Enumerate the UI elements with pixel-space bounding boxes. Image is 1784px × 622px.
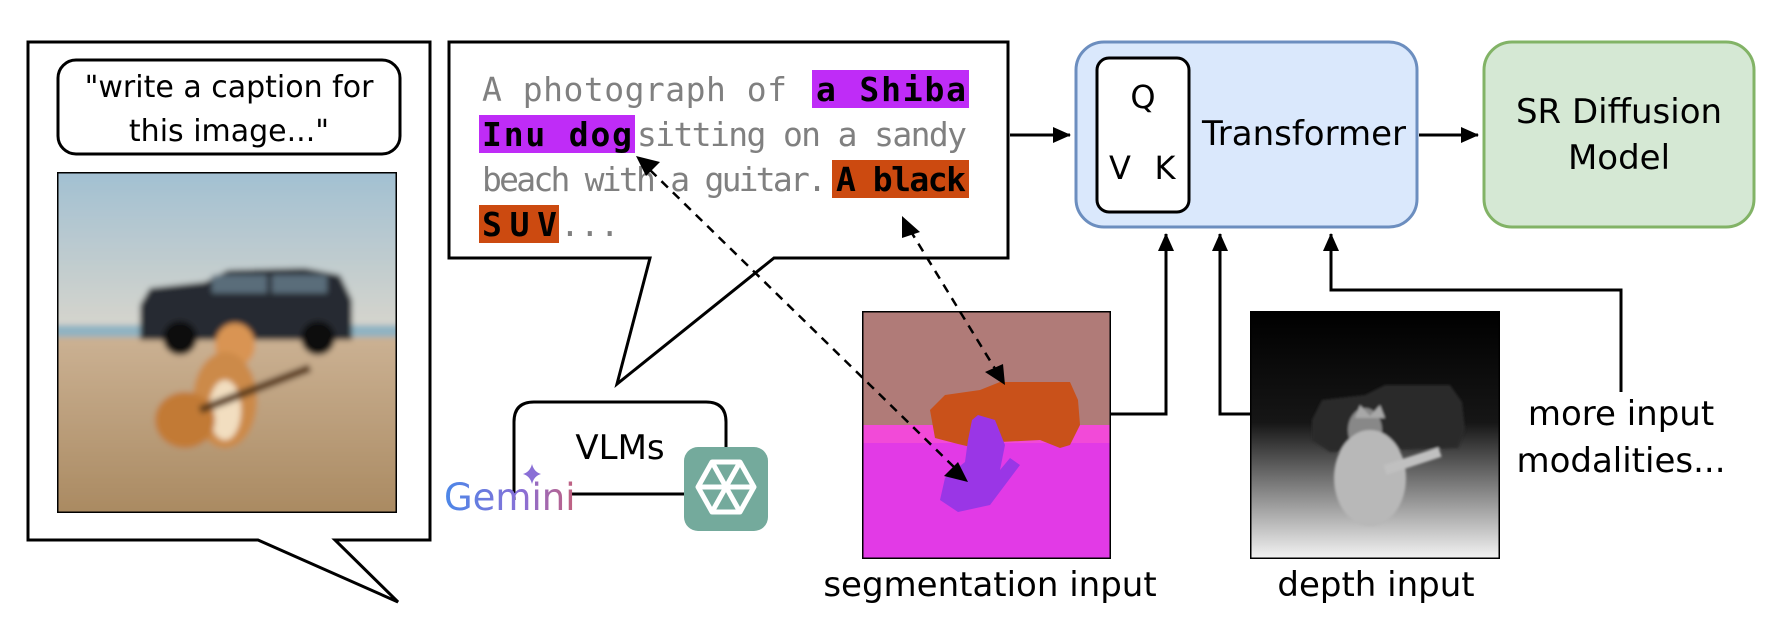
value-label: V bbox=[1109, 149, 1131, 187]
sr-diffusion-model-block bbox=[1482, 40, 1756, 229]
caption-line-4-highlight: SUV bbox=[482, 205, 557, 244]
vlm-box bbox=[512, 400, 728, 500]
dog-grounding-arrow bbox=[636, 156, 968, 482]
segmentation-map bbox=[862, 311, 1111, 559]
caption-line-1-plain: A photograph of bbox=[482, 70, 787, 109]
prompt-line-2: this image..." bbox=[129, 114, 329, 149]
caption-line-3-highlight: A black bbox=[836, 160, 966, 199]
depth-input-label: depth input bbox=[1277, 565, 1474, 605]
segmentation-input-label: segmentation input bbox=[823, 565, 1156, 605]
segmentation-to-transformer-arrow bbox=[1111, 233, 1174, 416]
caption-line-2-plain: sitting on a sandy bbox=[637, 115, 967, 154]
sr-model-line-2: Model bbox=[1568, 138, 1670, 178]
sr-model-line-1: SR Diffusion bbox=[1516, 92, 1722, 132]
qvk-attention-box bbox=[1095, 56, 1191, 214]
dog-highlight-1 bbox=[812, 70, 969, 108]
prompt-line-1: "write a caption for bbox=[85, 70, 375, 105]
query-label: Q bbox=[1130, 78, 1155, 116]
transformer-label: Transformer bbox=[1201, 114, 1406, 154]
prompt-box bbox=[56, 58, 402, 156]
caption-line-4-plain: ... bbox=[560, 205, 620, 244]
gemini-logo: Gemini bbox=[444, 476, 576, 519]
more-modalities-line-2: modalities... bbox=[1516, 441, 1725, 481]
caption-line-2-highlight: Inu dog bbox=[482, 115, 632, 154]
vlm-label: VLMs bbox=[575, 428, 664, 468]
input-photo bbox=[57, 172, 397, 513]
key-label: K bbox=[1155, 149, 1177, 187]
suv-highlight-2 bbox=[479, 205, 559, 243]
suv-grounding-arrow bbox=[902, 216, 1005, 385]
suv-highlight-1 bbox=[832, 160, 969, 198]
depth-map bbox=[1250, 311, 1500, 559]
more-modalities-to-transformer-arrow bbox=[1323, 233, 1623, 392]
gemini-spark-icon bbox=[523, 464, 541, 484]
depth-to-transformer-arrow bbox=[1212, 233, 1250, 416]
openai-logo-icon bbox=[684, 447, 768, 531]
more-modalities-line-1: more input bbox=[1528, 394, 1714, 434]
dog-highlight-2 bbox=[479, 115, 635, 153]
caption-line-1-highlight: a Shiba bbox=[816, 70, 966, 109]
